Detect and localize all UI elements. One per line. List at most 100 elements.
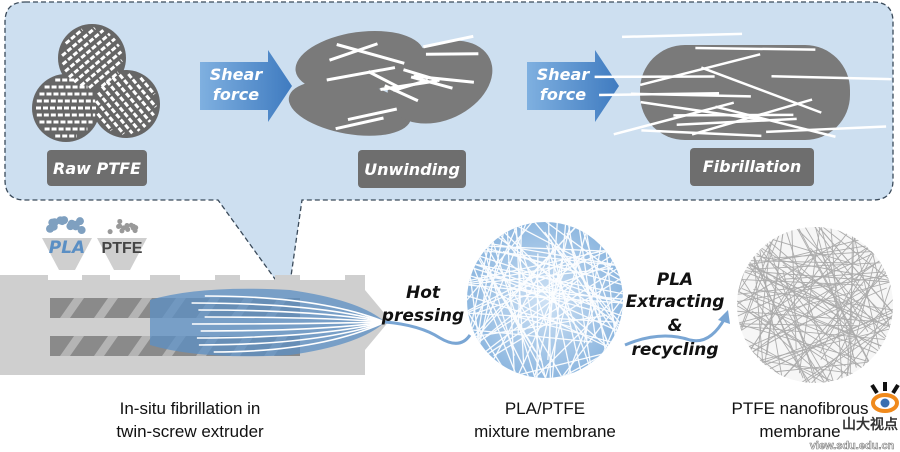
membrane-fiber [495, 222, 623, 305]
fibril [691, 98, 813, 136]
screw-flight [128, 336, 152, 356]
membrane-fiber [517, 253, 562, 378]
extruded-fiber [191, 302, 386, 323]
nanofiber [810, 247, 893, 383]
pla-pellet [48, 218, 57, 227]
unwinding-fiber [367, 70, 403, 90]
ptfe-stripe [127, 73, 158, 108]
membrane-fiber [560, 222, 593, 374]
pla-pellet [56, 216, 65, 225]
hopper-pla: PLA [42, 216, 92, 270]
membrane-fiber [480, 284, 623, 374]
ptfe-stripe [68, 37, 116, 79]
nanofiber [737, 241, 841, 347]
nanofiber [737, 280, 865, 383]
nanofiber [766, 227, 794, 356]
fibril [700, 66, 822, 114]
membrane-fiber [467, 242, 623, 325]
extracting-step: PLA Extracting & recycling [624, 270, 730, 360]
fibril [766, 125, 887, 134]
nanofiber [737, 228, 858, 319]
ptfe-powder [133, 225, 139, 231]
nanofiber [770, 311, 893, 383]
nanofiber [737, 227, 871, 328]
ptfe-stripe [64, 28, 84, 45]
membrane-fiber [489, 256, 572, 378]
nanofiber [788, 227, 797, 350]
nanofiber [741, 227, 885, 315]
fibril [715, 105, 836, 138]
ptfe-stripe [100, 85, 141, 132]
nanofiber [737, 227, 840, 309]
membrane-fiber [566, 232, 623, 378]
nanofiber [751, 310, 893, 383]
nanofiber [753, 289, 893, 320]
fibril [630, 92, 751, 98]
svg-text:recycling: recycling [631, 340, 718, 360]
extruder-caption-line-1: In-situ fibrillation in [120, 399, 261, 418]
nanofiber [737, 326, 893, 375]
svg-text:山大视点: 山大视点 [842, 416, 898, 433]
ptfe-stripe [118, 73, 155, 117]
svg-text:PTFE: PTFE [102, 240, 143, 257]
membrane-fiber [484, 270, 623, 354]
ptfe-powder [128, 222, 134, 228]
nanofiber [778, 227, 874, 372]
membrane-fiber [467, 252, 589, 378]
membrane-fiber [467, 222, 490, 378]
svg-text:Shear: Shear [537, 65, 591, 84]
ptfe-stripe [79, 50, 123, 87]
final-caption-line-1: PTFE nanofibrous [731, 399, 868, 418]
ptfe-stripe [61, 29, 105, 66]
svg-text:Hot: Hot [406, 283, 441, 303]
membrane-fiber [467, 222, 529, 378]
ptfe-stripe [97, 91, 134, 135]
unwinding-label: Unwinding [364, 160, 460, 179]
nanofiber [778, 227, 893, 316]
raw-ptfe-label: Raw PTFE [53, 159, 141, 178]
unwinding-fiber [347, 107, 398, 122]
fibril [622, 32, 743, 39]
nanofiber [770, 287, 893, 383]
stage-label-raw-ptfe: Raw PTFE [47, 150, 147, 186]
ptfe-powder [121, 225, 127, 231]
membrane-fiber [467, 222, 515, 356]
membrane-fiber [534, 222, 581, 376]
screw-flight [94, 298, 118, 318]
ptfe-stripe [73, 43, 120, 84]
nanofiber [807, 227, 857, 368]
membrane-fiber [548, 232, 623, 378]
ptfe-powder [117, 218, 123, 224]
extruder-caption-line-2: twin-screw extruder [116, 422, 264, 441]
membrane-fiber [476, 222, 537, 378]
nanofiber [767, 295, 893, 383]
extruded-fiber [196, 321, 386, 339]
extruded-fiber [198, 321, 386, 346]
svg-text:&: & [668, 316, 683, 336]
membrane-fiber [467, 222, 526, 378]
membrane-fiber [565, 222, 597, 339]
ptfe-stripe [139, 76, 156, 96]
extruded-fiber [204, 316, 386, 323]
twin-screw-extruder [0, 275, 472, 375]
nanofiber [746, 300, 893, 373]
unwinding-illustration [288, 30, 493, 136]
svg-text:Extracting: Extracting [626, 292, 725, 312]
extruded-fiber [213, 321, 386, 353]
extruded-fiber [204, 295, 386, 323]
nanofiber [800, 252, 888, 383]
nanofiber [737, 282, 846, 305]
svg-text:PLA: PLA [657, 270, 693, 290]
nanofiber [737, 281, 891, 335]
unwinding-fiber [413, 74, 475, 84]
ptfe-stripe [94, 100, 125, 135]
ptfe-powder [107, 229, 113, 235]
ptfe-stripe [96, 112, 113, 132]
extruded-fiber [191, 321, 386, 325]
unwinding-fiber [326, 66, 396, 82]
membrane-fiber [502, 250, 623, 306]
membrane-fiber [474, 245, 623, 315]
nanofiber [766, 227, 893, 294]
nanofiber [741, 229, 821, 383]
membrane-fiber [467, 222, 588, 340]
